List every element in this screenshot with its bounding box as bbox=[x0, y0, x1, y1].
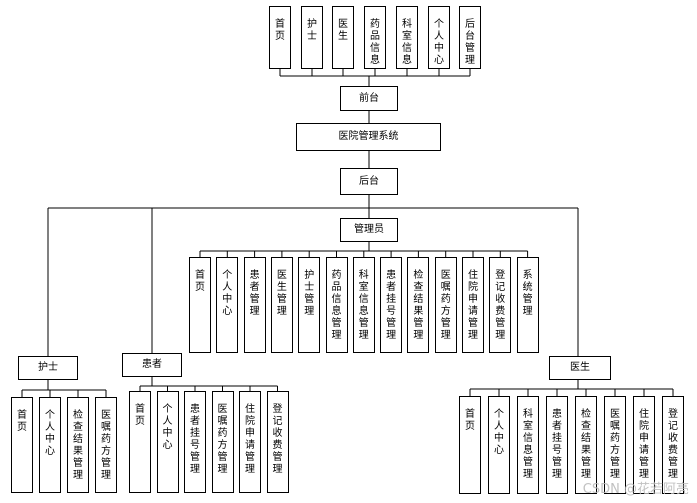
nurse-module-1-label: 个人中心 bbox=[45, 410, 55, 457]
patient-node: 患者 bbox=[122, 353, 182, 377]
nurse-module-1: 个人中心 bbox=[39, 397, 61, 493]
doctor-module-5: 医嘱药方管理 bbox=[604, 396, 626, 494]
front-module-3: 药品信息 bbox=[364, 6, 386, 69]
front-module-5: 个人中心 bbox=[428, 6, 450, 69]
nurse-module-2: 检查结果管理 bbox=[67, 397, 89, 493]
admin-module-4: 护士管理 bbox=[298, 257, 321, 353]
admin-module-8: 检查结果管理 bbox=[407, 257, 430, 353]
doctor-module-1: 个人中心 bbox=[488, 396, 510, 494]
doctor-module-7: 登记收费管理 bbox=[662, 396, 684, 494]
front-module-2: 医生 bbox=[332, 6, 354, 69]
admin-module-10-label: 住院申请管理 bbox=[468, 270, 478, 341]
doctor-module-3: 患者挂号管理 bbox=[546, 396, 568, 494]
doctor-module-4-label: 检查结果管理 bbox=[581, 409, 591, 480]
admin-module-10: 住院申请管理 bbox=[462, 257, 484, 353]
patient-module-4-label: 住院申请管理 bbox=[245, 404, 255, 475]
doctor-module-4: 检查结果管理 bbox=[575, 396, 597, 494]
front-module-0: 首页 bbox=[269, 6, 291, 69]
front-module-1-label: 护士 bbox=[307, 19, 317, 42]
patient-module-1-label: 个人中心 bbox=[162, 404, 173, 451]
admin-module-1: 个人中心 bbox=[216, 257, 239, 353]
doctor-module-7-label: 登记收费管理 bbox=[668, 409, 678, 480]
doctor-module-1-label: 个人中心 bbox=[494, 409, 504, 456]
patient-module-2: 患者挂号管理 bbox=[184, 391, 206, 493]
patient-module-5: 登记收费管理 bbox=[266, 391, 289, 493]
front-module-1: 护士 bbox=[301, 6, 323, 69]
front-module-5-label: 个人中心 bbox=[434, 19, 444, 66]
admin-module-7-label: 患者挂号管理 bbox=[386, 270, 397, 341]
admin-module-6: 科室信息管理 bbox=[352, 257, 375, 353]
admin-module-5: 药品信息管理 bbox=[325, 257, 348, 353]
nurse-module-3-label: 医嘱药方管理 bbox=[101, 410, 111, 481]
doctor-node: 医生 bbox=[549, 356, 611, 380]
admin-module-6-label: 科室信息管理 bbox=[358, 270, 369, 341]
patient-module-1: 个人中心 bbox=[156, 391, 179, 493]
nurse-module-3: 医嘱药方管理 bbox=[95, 397, 117, 493]
front-module-3-label: 药品信息 bbox=[370, 19, 380, 66]
doctor-module-2: 科室信息管理 bbox=[517, 396, 539, 494]
front-module-4-label: 科室信息 bbox=[402, 19, 412, 66]
root-node: 医院管理系统 bbox=[296, 123, 441, 151]
patient-module-0-label: 首页 bbox=[135, 404, 145, 427]
admin-module-9: 医嘱药方管理 bbox=[434, 257, 457, 353]
doctor-module-6: 住院申请管理 bbox=[633, 396, 655, 494]
nurse-node: 护士 bbox=[18, 356, 78, 380]
admin-module-8-label: 检查结果管理 bbox=[413, 270, 424, 341]
doctor-module-0-label: 首页 bbox=[465, 409, 475, 432]
admin-module-5-label: 药品信息管理 bbox=[331, 270, 342, 341]
admin-module-12: 系统管理 bbox=[516, 257, 539, 353]
watermark: CSDN @花若阿亮 bbox=[582, 482, 689, 497]
doctor-module-2-label: 科室信息管理 bbox=[523, 409, 533, 480]
front-node: 前台 bbox=[340, 86, 398, 111]
front-module-6-label: 后台管理 bbox=[465, 19, 475, 66]
back-node: 后台 bbox=[340, 168, 398, 195]
front-module-2-label: 医生 bbox=[338, 19, 348, 42]
admin-module-2: 患者管理 bbox=[243, 257, 266, 353]
doctor-module-3-label: 患者挂号管理 bbox=[552, 409, 562, 480]
admin-module-11: 登记收费管理 bbox=[489, 257, 512, 353]
patient-module-2-label: 患者挂号管理 bbox=[190, 404, 200, 475]
doctor-module-6-label: 住院申请管理 bbox=[639, 409, 649, 480]
nurse-module-2-label: 检查结果管理 bbox=[73, 410, 83, 481]
admin-module-9-label: 医嘱药方管理 bbox=[440, 270, 451, 341]
admin-module-2-label: 患者管理 bbox=[249, 270, 260, 317]
admin-node: 管理员 bbox=[340, 218, 398, 242]
admin-module-11-label: 登记收费管理 bbox=[495, 270, 506, 341]
doctor-module-5-label: 医嘱药方管理 bbox=[610, 409, 620, 480]
admin-module-3-label: 医生管理 bbox=[276, 270, 287, 317]
nurse-module-0-label: 首页 bbox=[17, 410, 27, 433]
admin-module-4-label: 护士管理 bbox=[304, 270, 315, 317]
admin-module-7: 患者挂号管理 bbox=[380, 257, 403, 353]
admin-module-0-label: 首页 bbox=[195, 270, 205, 293]
doctor-module-0: 首页 bbox=[459, 396, 481, 494]
admin-module-1-label: 个人中心 bbox=[222, 270, 233, 317]
admin-module-0: 首页 bbox=[189, 257, 211, 353]
nurse-module-0: 首页 bbox=[11, 397, 33, 493]
front-module-0-label: 首页 bbox=[275, 19, 285, 42]
patient-module-0: 首页 bbox=[129, 391, 151, 493]
admin-module-3: 医生管理 bbox=[270, 257, 293, 353]
admin-module-12-label: 系统管理 bbox=[522, 270, 533, 317]
patient-module-3-label: 医嘱药方管理 bbox=[217, 404, 228, 475]
patient-module-5-label: 登记收费管理 bbox=[272, 404, 283, 475]
front-module-6: 后台管理 bbox=[459, 6, 481, 69]
front-module-4: 科室信息 bbox=[396, 6, 418, 69]
patient-module-4: 住院申请管理 bbox=[239, 391, 261, 493]
patient-module-3: 医嘱药方管理 bbox=[211, 391, 234, 493]
